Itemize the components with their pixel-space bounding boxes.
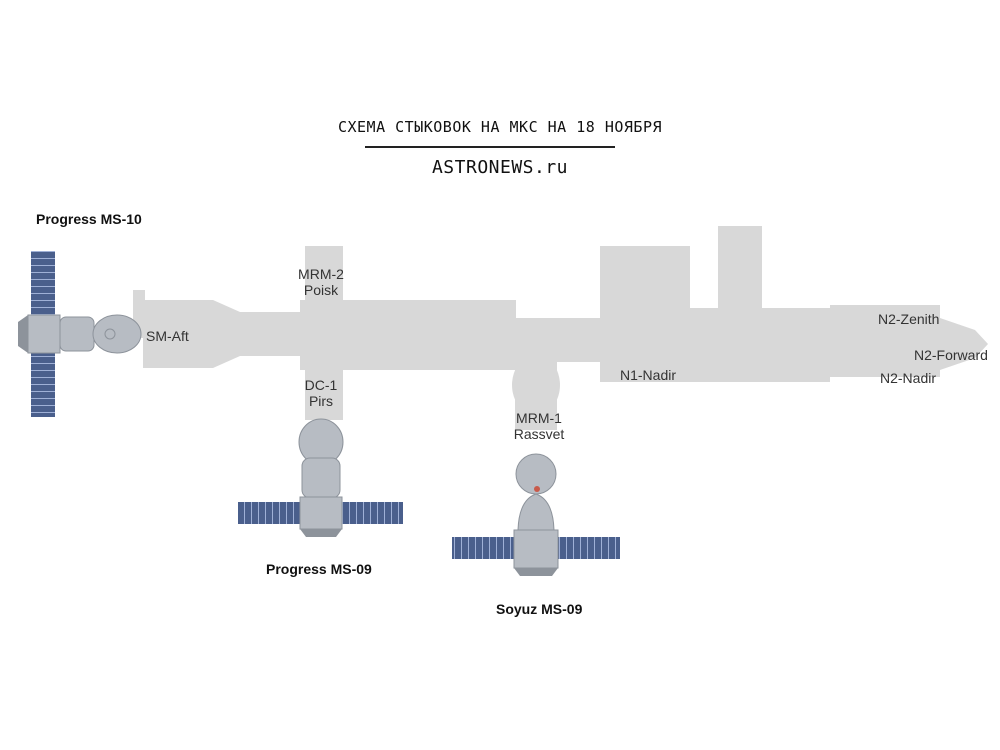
- soyuz-ms09-service-module: [513, 529, 559, 569]
- soyuz-ms09-descent-module: [517, 493, 555, 531]
- label-dc1-line1: DC-1: [304, 377, 338, 393]
- progress-ms09-solar-right: [341, 502, 403, 524]
- diagram-title: СХЕМА СТЫКОВОК НА МКС НА 18 НОЯБРЯ: [337, 118, 663, 136]
- pma-section: [458, 300, 516, 370]
- progress-ms09-solar-left: [238, 502, 300, 524]
- label-mrm2: MRM-2 Poisk: [284, 266, 358, 298]
- label-mrm1-line1: MRM-1: [516, 410, 562, 426]
- pirs-module: [305, 368, 343, 420]
- label-n2-zenith: N2-Zenith: [878, 311, 940, 327]
- soyuz-ms09-craft: [452, 453, 620, 576]
- zvezda-transfer-node: [300, 300, 348, 370]
- progress-ms10-orbital-module: [92, 314, 142, 354]
- label-n1-nadir: N1-Nadir: [620, 367, 677, 383]
- soyuz-ms09-engine: [514, 568, 558, 576]
- label-mrm1: MRM-1 Rassvet: [496, 410, 582, 442]
- poisk-module: [305, 246, 343, 302]
- rassvet-dome: [512, 355, 560, 415]
- site-name: ASTRONEWS.ru: [431, 157, 569, 178]
- zvezda-aft-section: [143, 300, 213, 368]
- progress-ms09-craft: [238, 418, 403, 537]
- soyuz-ms09-hatch: [534, 486, 540, 492]
- unity-top-fixture: [615, 258, 633, 292]
- progress-ms09-descent-module: [301, 457, 341, 499]
- progress-ms10-descent-module: [59, 316, 95, 352]
- progress-ms10-solar-top: [31, 251, 55, 315]
- label-n2-nadir: N2-Nadir: [880, 370, 937, 386]
- label-soyuz-ms09: Soyuz MS-09: [496, 601, 583, 617]
- progress-ms09-engine: [300, 529, 342, 537]
- label-dc1: DC-1 Pirs: [288, 377, 354, 409]
- unity-tower: [600, 246, 690, 382]
- label-progress-ms10: Progress MS-10: [36, 211, 142, 227]
- label-n2-forward: N2-Forward: [914, 347, 988, 363]
- harmony-node: [830, 305, 940, 377]
- destiny-lab: [556, 318, 600, 362]
- iss-station: [133, 226, 988, 430]
- soyuz-ms09-solar-right: [556, 537, 620, 559]
- label-dc1-line2: Pirs: [308, 393, 334, 409]
- progress-ms10-craft: [18, 251, 142, 417]
- progress-ms10-docking-target: [104, 328, 116, 340]
- soyuz-ms09-solar-left: [452, 537, 516, 559]
- destiny-module: [690, 308, 830, 382]
- zvezda-taper: [213, 300, 240, 368]
- label-mrm1-line2: Rassvet: [513, 426, 565, 442]
- zarya-module: [348, 300, 458, 370]
- label-mrm2-line1: MRM-2: [298, 266, 344, 282]
- zvezda-forward-section: [240, 312, 300, 356]
- progress-ms10-solar-bottom: [31, 353, 55, 417]
- label-sm-aft: SM-Aft: [146, 328, 189, 344]
- progress-ms09-service-module: [299, 496, 343, 530]
- progress-ms10-service-module: [27, 314, 61, 354]
- title-underline: [365, 146, 615, 148]
- label-mrm2-line2: Poisk: [303, 282, 339, 298]
- n2-forward-taper: [940, 318, 988, 370]
- leonardo-module: [718, 226, 762, 308]
- progress-ms10-engine: [18, 315, 28, 353]
- label-progress-ms09: Progress MS-09: [266, 561, 372, 577]
